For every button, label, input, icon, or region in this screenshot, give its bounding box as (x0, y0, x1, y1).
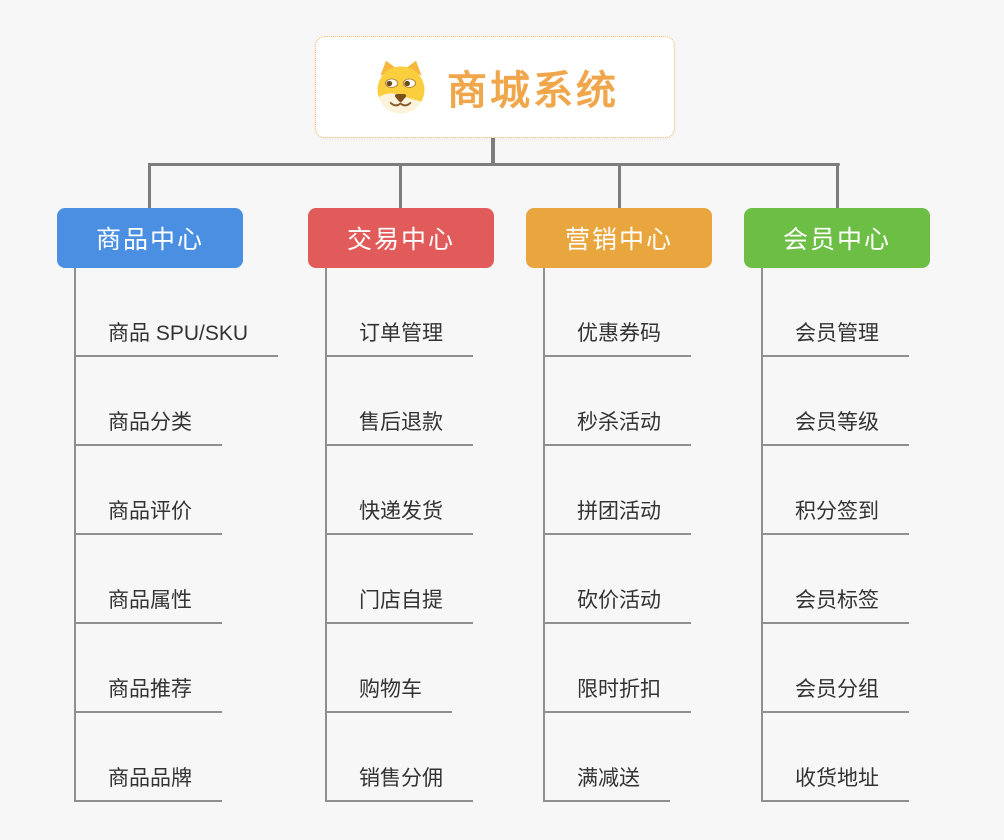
branch-connector-line (618, 163, 621, 210)
branch-connector-line (836, 163, 839, 210)
column-spine-line (74, 268, 76, 800)
branch-label: 商品中心 (95, 226, 204, 254)
child-topic[interactable]: 满减送 (543, 713, 670, 802)
branch-connector-line (148, 163, 151, 210)
child-topic[interactable]: 售后退款 (325, 357, 473, 446)
child-topic[interactable]: 拼团活动 (543, 446, 691, 535)
column-spine-line (543, 268, 545, 800)
branch-node-marketing-center[interactable]: 营销中心 (526, 208, 712, 268)
child-topic[interactable]: 会员等级 (761, 357, 909, 446)
column-spine-line (325, 268, 327, 800)
branch-label: 营销中心 (564, 226, 673, 254)
branch-node-trade-center[interactable]: 交易中心 (308, 208, 494, 268)
root-connector-line (491, 137, 495, 165)
child-topic[interactable]: 优惠券码 (543, 268, 691, 357)
children-column-marketing: 优惠券码 秒杀活动 拼团活动 砍价活动 限时折扣 满减送 (543, 268, 691, 802)
child-topic[interactable]: 收货地址 (761, 713, 909, 802)
child-topic[interactable]: 会员管理 (761, 268, 909, 357)
child-topic[interactable]: 商品分类 (74, 357, 222, 446)
child-topic[interactable]: 会员标签 (761, 535, 909, 624)
branch-connector-line (399, 163, 402, 210)
children-column-product: 商品 SPU/SKU 商品分类 商品评价 商品属性 商品推荐 商品品牌 (74, 268, 279, 802)
child-topic[interactable]: 快递发货 (325, 446, 473, 535)
branch-label: 会员中心 (782, 226, 891, 254)
root-node-mall-system[interactable]: 商城系统 (315, 36, 675, 138)
child-topic[interactable]: 秒杀活动 (543, 357, 691, 446)
child-topic[interactable]: 商品属性 (74, 535, 222, 624)
children-column-member: 会员管理 会员等级 积分签到 会员标签 会员分组 收货地址 (761, 268, 909, 802)
root-title: 商城系统 (447, 69, 619, 113)
child-topic[interactable]: 限时折扣 (543, 624, 691, 713)
column-spine-line (761, 268, 763, 800)
child-topic[interactable]: 商品品牌 (74, 713, 222, 802)
child-topic[interactable]: 购物车 (325, 624, 452, 713)
children-column-trade: 订单管理 售后退款 快递发货 门店自提 购物车 销售分佣 (325, 268, 473, 802)
child-topic[interactable]: 商品推荐 (74, 624, 222, 713)
child-topic[interactable]: 销售分佣 (325, 713, 473, 802)
branch-node-product-center[interactable]: 商品中心 (57, 208, 243, 268)
child-topic[interactable]: 订单管理 (325, 268, 473, 357)
child-topic[interactable]: 积分签到 (761, 446, 909, 535)
child-topic[interactable]: 会员分组 (761, 624, 909, 713)
branch-label: 交易中心 (346, 226, 455, 254)
child-topic[interactable]: 商品 SPU/SKU (74, 268, 279, 357)
shiba-dog-icon (377, 60, 425, 114)
child-topic[interactable]: 门店自提 (325, 535, 473, 624)
branch-node-member-center[interactable]: 会员中心 (744, 208, 930, 268)
child-topic[interactable]: 砍价活动 (543, 535, 691, 624)
horizontal-connector-line (149, 163, 840, 166)
child-topic[interactable]: 商品评价 (74, 446, 222, 535)
